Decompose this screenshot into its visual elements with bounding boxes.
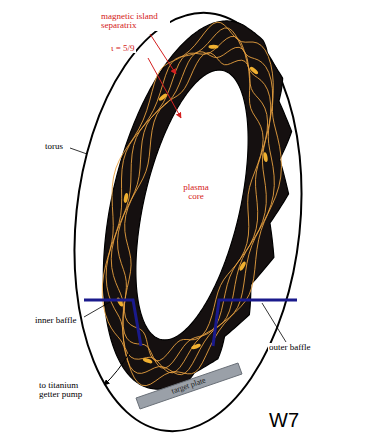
pump-arrow [104, 352, 130, 385]
annotation-label: ι = 5/9 [110, 44, 136, 53]
field-lines [102, 22, 281, 385]
magnetic-island [123, 193, 129, 204]
outer-baffle [213, 300, 297, 346]
plasma-edge [103, 21, 291, 389]
field-line [111, 37, 270, 373]
part-label: outer baffle [268, 343, 312, 352]
leader-line [70, 148, 87, 154]
magnetic-island [158, 92, 168, 101]
leader-line [84, 302, 110, 317]
magnetic-island [249, 66, 259, 76]
watermark: W7 [268, 410, 300, 431]
part-label: target plate [170, 376, 208, 396]
field-line [118, 47, 268, 368]
annotation-label: magnetic island separatrix [100, 12, 170, 31]
part-label: torus [44, 142, 64, 151]
magnetic-island [142, 357, 153, 364]
magnetic-island [208, 45, 218, 49]
leader-line [148, 58, 181, 118]
part-label: inner baffle [34, 316, 78, 325]
magnetic-island [191, 343, 202, 350]
region-label: plasma core [177, 183, 215, 202]
target-plate [136, 363, 242, 409]
part-label: to titanium getter pump [38, 381, 100, 400]
leader-line [262, 303, 286, 342]
plasma-ring [103, 21, 291, 389]
magnetic-island [116, 297, 124, 308]
torus-outline [55, 1, 322, 437]
inner-baffle [84, 300, 141, 346]
field-line [124, 53, 263, 361]
field-line [102, 22, 281, 385]
field-line [106, 28, 274, 375]
magnetic-island [238, 261, 246, 272]
magnetic-island [263, 152, 269, 163]
